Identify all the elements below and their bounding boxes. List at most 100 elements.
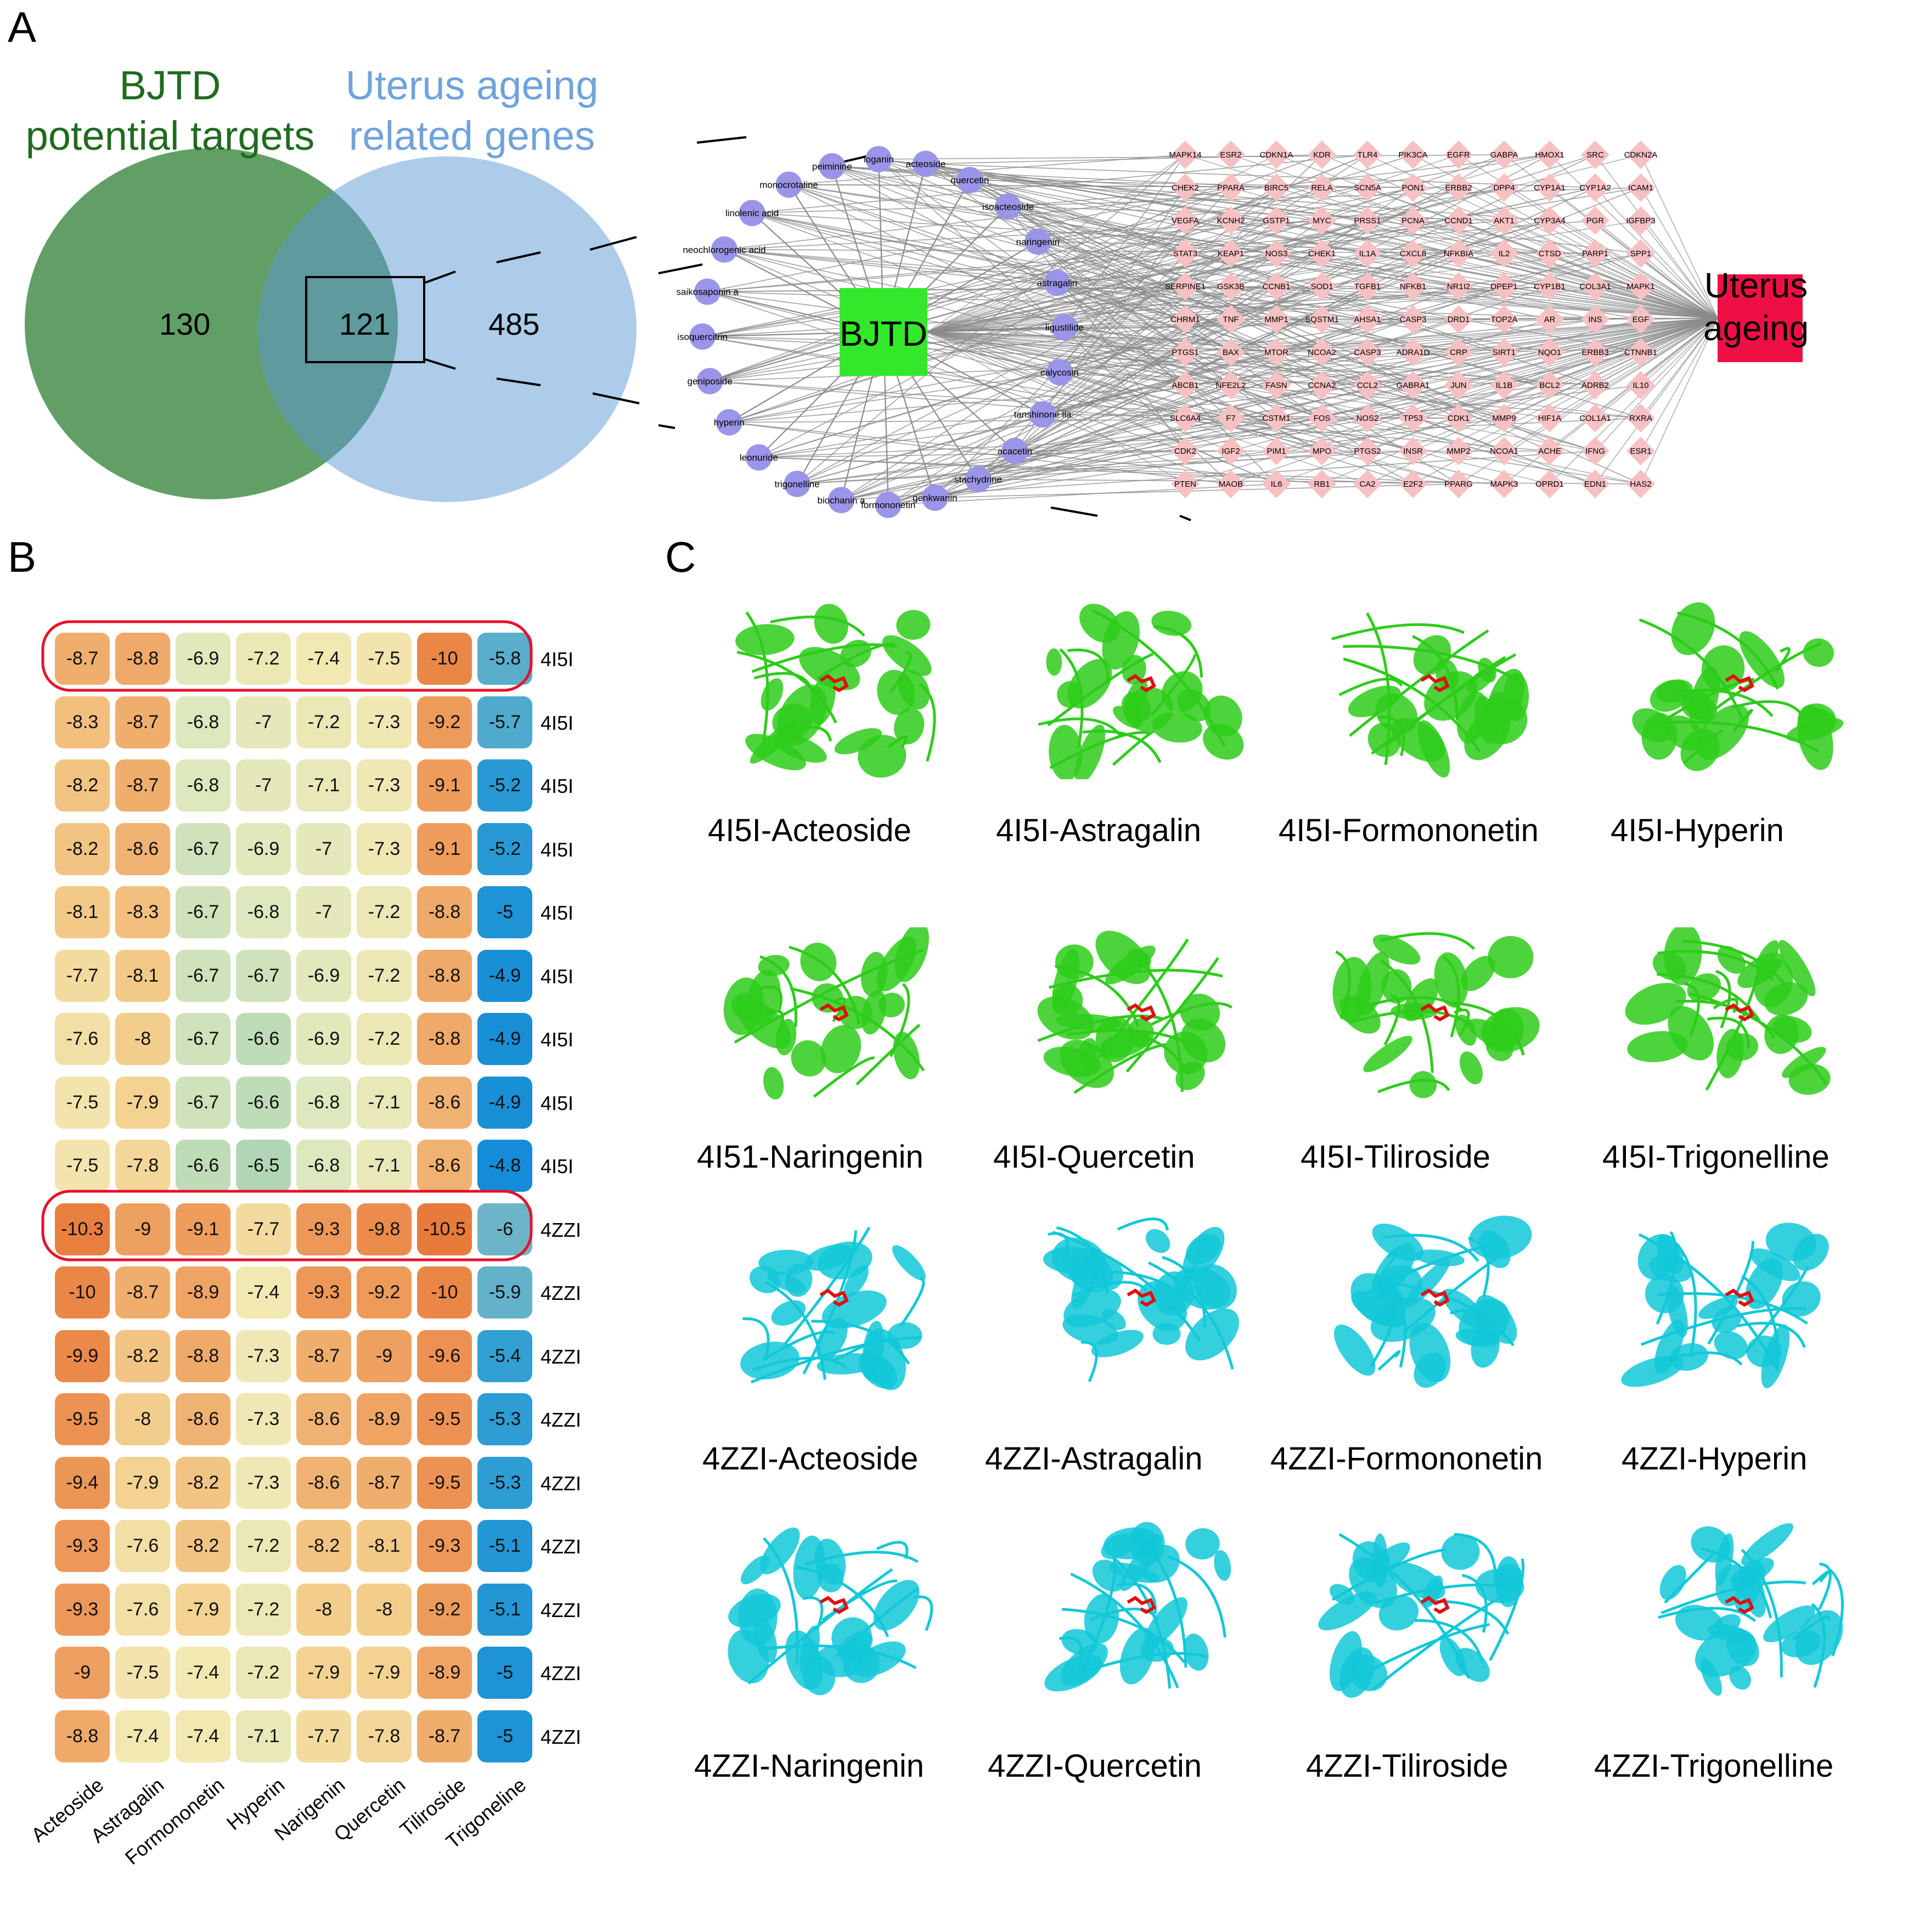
heatmap-cell: -6.8 bbox=[296, 1140, 351, 1192]
heatmap-cell: -8.9 bbox=[176, 1266, 230, 1319]
heatmap-cell: -7.6 bbox=[115, 1520, 170, 1572]
target-node-label: CDK2 bbox=[1174, 447, 1196, 456]
heatmap-cell: -7 bbox=[236, 759, 291, 812]
compound-node-label: tanshinone iia bbox=[1014, 409, 1072, 420]
heatmap-cell: -8 bbox=[115, 1393, 170, 1445]
target-node-label: HAS2 bbox=[1630, 480, 1651, 489]
protein-structure-4i5i bbox=[1015, 927, 1257, 1108]
heatmap-cell: -9.9 bbox=[55, 1330, 110, 1382]
heatmap-cell: -5.1 bbox=[477, 1520, 532, 1572]
heatmap-cell: -9.3 bbox=[296, 1203, 351, 1255]
heatmap-cell: -9.2 bbox=[357, 1266, 412, 1319]
target-node-label: TGFB1 bbox=[1354, 282, 1381, 291]
heatmap-cell: -9 bbox=[115, 1203, 170, 1255]
target-node-label: TLR4 bbox=[1358, 150, 1378, 160]
target-node-label: PIM1 bbox=[1267, 447, 1286, 456]
target-node-label: ABCB1 bbox=[1172, 381, 1198, 390]
protein-structure-4zzi bbox=[1613, 1520, 1855, 1701]
heatmap-cell: -9.2 bbox=[417, 696, 472, 748]
heatmap-cell: -7.2 bbox=[357, 886, 412, 938]
heatmap-cell: -6.7 bbox=[176, 1077, 230, 1129]
heatmap-cell: -7.4 bbox=[176, 1710, 230, 1762]
heatmap-cell: -7.9 bbox=[115, 1457, 170, 1509]
compound-node-label: linolenic acid bbox=[725, 208, 779, 218]
target-node-label: SQSTM1 bbox=[1305, 315, 1339, 324]
venn-right-title: Uterus ageing related genes bbox=[329, 60, 615, 161]
heatmap-cell: -5.1 bbox=[477, 1584, 532, 1636]
target-node-label: SLC6A4 bbox=[1170, 414, 1201, 423]
heatmap-cell: -6.7 bbox=[176, 823, 230, 875]
heatmap-cell: -4.9 bbox=[477, 950, 532, 1002]
target-node-label: CCNA2 bbox=[1308, 381, 1336, 390]
heatmap-cell: -7.9 bbox=[176, 1584, 230, 1636]
protein-structure-4zzi bbox=[1015, 1213, 1257, 1394]
target-node-label: NFKB1 bbox=[1400, 282, 1426, 291]
target-node-label: CCL2 bbox=[1357, 381, 1378, 390]
heatmap-row-label: 4I5I bbox=[541, 838, 573, 861]
target-node-label: IL1B bbox=[1496, 381, 1513, 390]
target-node-label: MAPK14 bbox=[1169, 150, 1201, 160]
target-node-label: CDKN1A bbox=[1260, 150, 1293, 160]
protein-structure-4zzi bbox=[708, 1213, 949, 1394]
heatmap-cell: -7.3 bbox=[357, 823, 412, 875]
compound-node-label: trigonelline bbox=[774, 479, 819, 489]
heatmap-cell: -6.5 bbox=[236, 1140, 291, 1192]
heatmap-cell: -9 bbox=[357, 1330, 412, 1382]
docking-caption: 4ZZI-Astragalin bbox=[985, 1440, 1202, 1477]
target-node-label: MMP1 bbox=[1264, 315, 1288, 324]
heatmap-cell: -7.8 bbox=[357, 1710, 412, 1762]
target-node-label: IGF2 bbox=[1222, 447, 1240, 456]
target-node-label: CCNB1 bbox=[1263, 282, 1291, 291]
target-node-label: IL1A bbox=[1359, 249, 1376, 258]
target-node-label: CTSD bbox=[1539, 249, 1561, 258]
target-node-label: PON1 bbox=[1402, 183, 1425, 193]
heatmap-cell: -9.3 bbox=[55, 1520, 110, 1572]
compound-node-label: monocrotaline bbox=[759, 179, 818, 190]
heatmap-cell: -9.5 bbox=[417, 1457, 472, 1509]
target-node-label: GSTP1 bbox=[1263, 216, 1290, 226]
heatmap-row-label: 4ZZI bbox=[541, 1662, 581, 1685]
heatmap-row-label: 4ZZI bbox=[541, 1726, 581, 1749]
target-node-label: CYP1A1 bbox=[1534, 183, 1566, 193]
protein-structure-4i5i bbox=[708, 598, 949, 779]
venn-left-title-line1: BJTD bbox=[22, 60, 318, 111]
heatmap-cell: -8.8 bbox=[417, 1013, 472, 1065]
heatmap-cell: -8 bbox=[296, 1584, 351, 1636]
target-node-label: AR bbox=[1544, 315, 1556, 324]
compound-node-label: geniposide bbox=[687, 376, 732, 387]
target-node-label: PTEN bbox=[1174, 480, 1196, 489]
heatmap-cell: -9.1 bbox=[417, 759, 472, 812]
docking-caption: 4I5I-Quercetin bbox=[993, 1139, 1195, 1175]
heatmap-cell: -7.6 bbox=[115, 1584, 170, 1636]
target-node-label: NCOA1 bbox=[1490, 447, 1518, 456]
heatmap-cell: -8.8 bbox=[417, 950, 472, 1002]
target-node-label: COL3A1 bbox=[1579, 282, 1611, 291]
target-node-label: PRSS1 bbox=[1354, 216, 1381, 226]
heatmap-cell: -9.5 bbox=[55, 1393, 110, 1445]
heatmap-cell: -8.3 bbox=[115, 886, 170, 938]
heatmap-cell: -6.7 bbox=[236, 950, 291, 1002]
heatmap-cell: -5 bbox=[477, 1710, 532, 1762]
heatmap-cell: -7.3 bbox=[236, 1393, 291, 1445]
compound-node-label: saikosaponin a bbox=[676, 287, 739, 297]
target-node-label: CTNNB1 bbox=[1624, 348, 1657, 357]
heatmap-cell: -7.7 bbox=[296, 1710, 351, 1762]
target-node-label: SPP1 bbox=[1630, 249, 1651, 258]
target-node-label: CHEK2 bbox=[1172, 183, 1199, 193]
heatmap-cell: -7.9 bbox=[357, 1647, 412, 1699]
heatmap-row-label: 4I5I bbox=[541, 965, 573, 988]
heatmap-cell: -7.4 bbox=[236, 1266, 291, 1319]
docking-caption: 4I5I-Tiliroside bbox=[1301, 1139, 1490, 1175]
heatmap-cell: -6.9 bbox=[296, 950, 351, 1002]
target-node-label: ADRA1D bbox=[1397, 348, 1430, 357]
target-node-label: NR1I2 bbox=[1447, 282, 1471, 291]
target-node-label: TOP2A bbox=[1491, 315, 1518, 324]
heatmap-cell: -7 bbox=[296, 886, 351, 938]
heatmap-cell: -6.8 bbox=[236, 886, 291, 938]
target-node-label: RB1 bbox=[1314, 480, 1330, 489]
docking-caption: 4ZZI-Naringenin bbox=[694, 1748, 924, 1784]
heatmap-cell: -5.7 bbox=[477, 696, 532, 748]
heatmap-cell: -10 bbox=[55, 1266, 110, 1319]
target-node-label: GSK3B bbox=[1217, 282, 1245, 291]
protein-structure-4i5i bbox=[1309, 927, 1550, 1108]
